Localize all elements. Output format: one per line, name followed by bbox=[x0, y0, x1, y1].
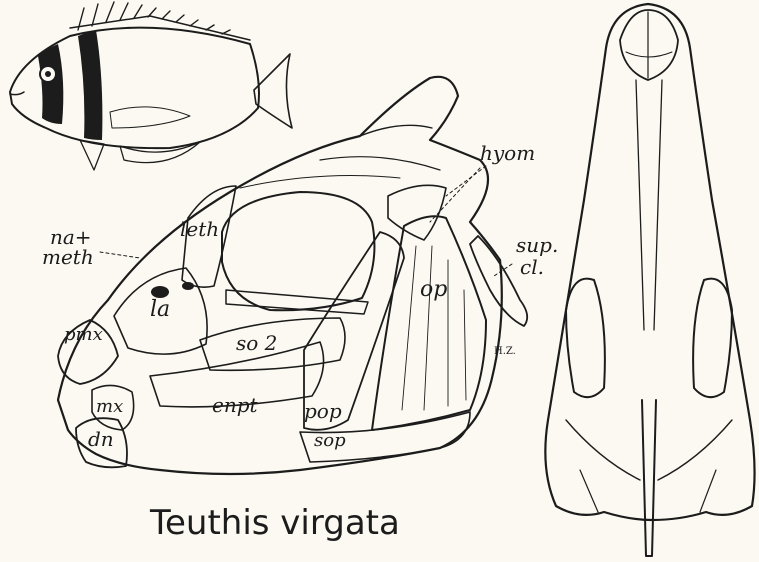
label-mx: mx bbox=[96, 396, 123, 417]
fish-dorsal-fin bbox=[70, 2, 250, 40]
skull-dorsal-view bbox=[545, 4, 754, 556]
fish-dark-bar-head bbox=[38, 44, 63, 124]
hyomandibular bbox=[388, 185, 446, 240]
artist-initials: H.Z. bbox=[494, 346, 516, 357]
label-dn: dn bbox=[88, 427, 114, 451]
dorsal-left-orbit bbox=[566, 279, 605, 398]
label-op: op bbox=[420, 277, 447, 302]
fish-dark-bar-body bbox=[78, 30, 102, 140]
species-caption: Teuthis virgata bbox=[149, 503, 400, 543]
label-pmx: pmx bbox=[64, 324, 103, 345]
skull-lateral-view: na+ meth leth la so 2 op sup. cl. hyom p… bbox=[42, 77, 558, 474]
label-sup-cl-1: sup. bbox=[516, 233, 558, 257]
dorsal-posterior-spine bbox=[642, 400, 656, 556]
label-pop: pop bbox=[304, 399, 342, 423]
label-enpt: enpt bbox=[212, 393, 259, 417]
dorsal-outline bbox=[545, 4, 754, 520]
fish-figure bbox=[10, 2, 292, 170]
label-na-meth-2: meth bbox=[42, 245, 94, 269]
label-sop: sop bbox=[314, 430, 346, 451]
orbit bbox=[222, 192, 374, 310]
skull-outline bbox=[58, 77, 502, 474]
dorsal-right-orbit bbox=[693, 279, 732, 398]
label-leth: leth bbox=[180, 217, 219, 241]
label-so2: so 2 bbox=[236, 331, 277, 355]
label-la: la bbox=[150, 297, 170, 322]
label-sup-cl-2: cl. bbox=[520, 255, 544, 279]
opercle bbox=[372, 216, 486, 430]
label-hyom: hyom bbox=[480, 141, 535, 165]
